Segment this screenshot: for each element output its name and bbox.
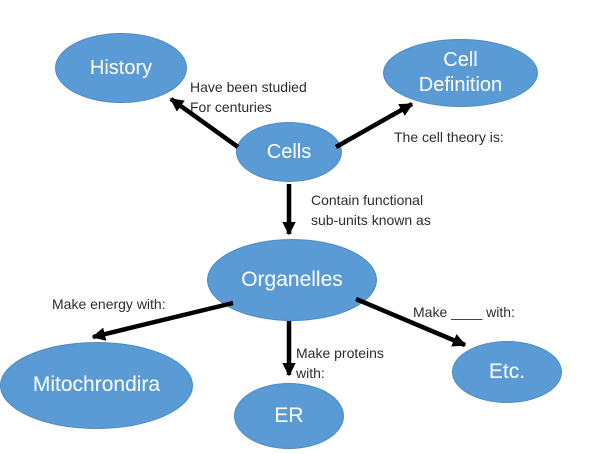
edge-label-cells-history: Have been studied For centuries — [190, 79, 307, 115]
node-cell-definition-label: Cell Definition — [418, 49, 503, 96]
node-er-label: ER — [274, 403, 304, 427]
node-history: History — [55, 33, 187, 103]
node-cell-definition: Cell Definition — [383, 39, 538, 107]
node-etc-label: Etc. — [488, 359, 526, 383]
node-mitochrondira: Mitochrondira — [0, 342, 193, 429]
edge-label-cells-organelles: Contain functional sub-units known as — [311, 192, 431, 228]
node-er: ER — [234, 383, 344, 449]
node-etc: Etc. — [452, 341, 562, 403]
node-cells: Cells — [236, 122, 342, 182]
node-organelles-label: Organelles — [241, 267, 343, 291]
edge-label-organelles-etc: Make ____ with: — [413, 304, 515, 320]
node-mitochrondira-label: Mitochrondira — [32, 373, 161, 397]
node-history-label: History — [89, 56, 153, 79]
edge-label-organelles-mitochrondira: Make energy with: — [52, 296, 166, 312]
node-organelles: Organelles — [207, 239, 377, 321]
edge-label-cells-cell-definition: The cell theory is: — [394, 129, 504, 145]
node-cells-label: Cells — [266, 140, 312, 163]
edge-label-organelles-er: Make proteins with: — [296, 345, 384, 381]
